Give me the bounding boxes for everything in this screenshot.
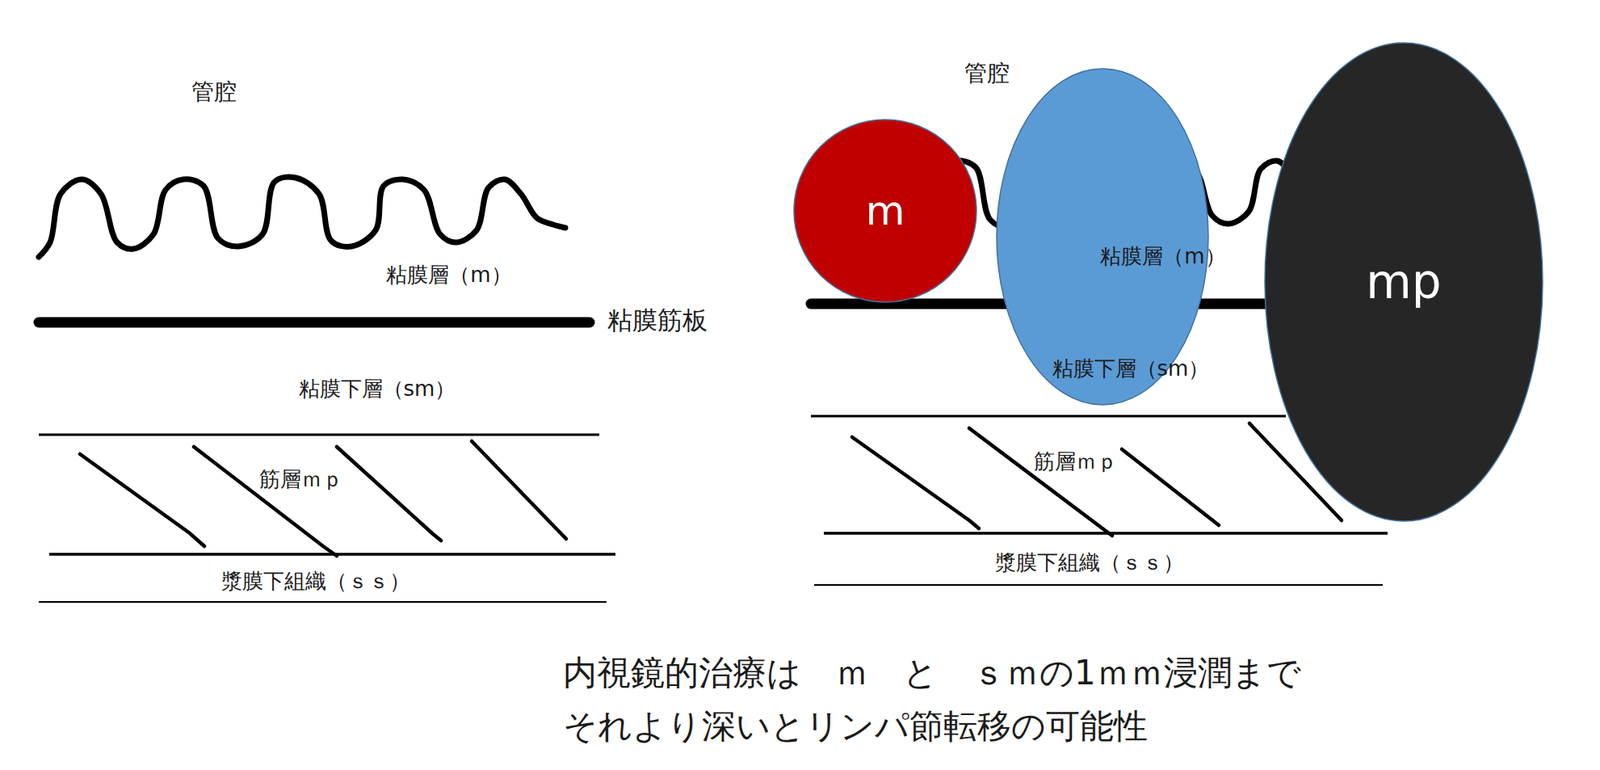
layer-label: 粘膜層（m） [386, 262, 512, 288]
node-fill [793, 119, 977, 303]
layer-label: 管腔 [191, 78, 237, 106]
node-label: mp [1365, 258, 1441, 306]
note-text: 内視鏡的治療は ｍ と ｓｍの1ｍｍ浸潤まで [562, 652, 1302, 693]
tumor-sm-ellipse [996, 68, 1209, 405]
node-label: m [865, 190, 906, 231]
muscle-hatch [79, 453, 205, 546]
layer-label: 粘膜層（m） [1100, 243, 1226, 269]
layer-line [814, 583, 1383, 586]
layer-label: 筋層ｍｐ [1033, 449, 1118, 475]
muscle-hatch [193, 446, 337, 556]
layer-line [810, 415, 1286, 418]
layer-label: 管腔 [964, 59, 1010, 88]
muscularis-mucosae-line [38, 317, 590, 328]
layer-line [38, 433, 600, 437]
tumor-mp-ellipse: mp [1264, 41, 1544, 522]
muscle-hatch [969, 428, 1113, 536]
layer-label: 漿膜下組織（ｓｓ） [995, 550, 1185, 576]
layer-label: 漿膜下組織（ｓｓ） [221, 568, 411, 594]
muscle-hatch [336, 446, 441, 541]
mucosa-wave [38, 176, 566, 257]
layer-label: 粘膜筋板 [607, 305, 708, 336]
layer-label: 筋層ｍｐ [259, 466, 344, 492]
note-text: それより深いとリンパ節転移の可能性 [562, 705, 1148, 747]
layer-label: 粘膜下層（sm） [1052, 356, 1210, 382]
tumor-m-circle: m [793, 118, 978, 303]
muscle-hatch [852, 436, 979, 529]
layer-label: 粘膜下層（sm） [298, 376, 457, 402]
muscle-hatch [471, 440, 567, 539]
layer-line [38, 600, 607, 603]
muscle-hatch [1121, 449, 1219, 525]
node-fill [1264, 42, 1543, 521]
